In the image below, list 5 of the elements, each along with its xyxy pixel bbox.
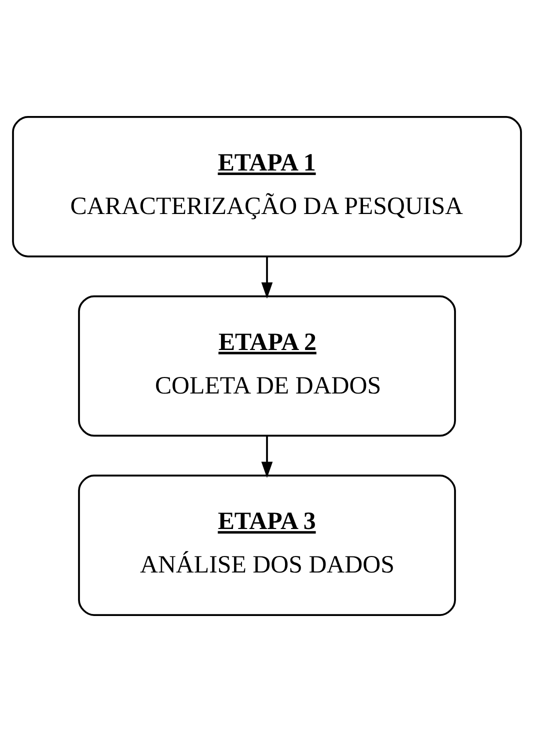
arrow [261,256,273,299]
arrow [261,436,273,478]
node-box: ETAPA 1 CARACTERIZAÇÃO DA PESQUISA [12,116,522,258]
node-box: ETAPA 3 ANÁLISE DOS DADOS [78,474,456,616]
node-box: ETAPA 2 COLETA DE DADOS [78,295,456,437]
